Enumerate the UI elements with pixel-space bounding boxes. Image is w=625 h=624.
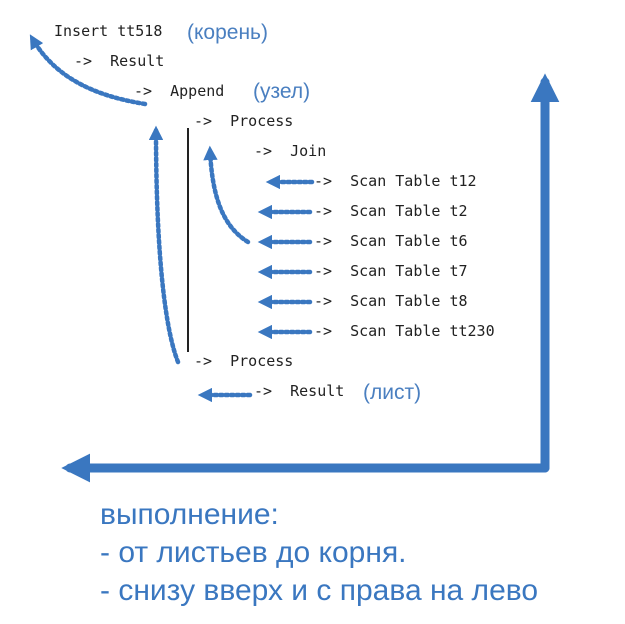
curved-flow-arrows: [29, 34, 251, 365]
node-join: -> Join: [254, 142, 327, 160]
node-process-2: -> Process: [194, 352, 294, 370]
caption-line-leaves-to-root: - от листьев до корня.: [100, 536, 407, 569]
caption-line-bottom-up: - снизу вверх и с права на лево: [100, 574, 539, 607]
leaf-note: (лист): [363, 381, 422, 404]
node-note: (узел): [253, 80, 311, 103]
node-insert: Insert tt518: [54, 22, 163, 40]
scan-table-arrows: [197, 174, 315, 403]
root-note: (корень): [187, 21, 268, 44]
node-append: -> Append: [134, 82, 225, 100]
direction-arrows: [61, 73, 560, 483]
caption-heading: выполнение:: [100, 498, 279, 531]
node-scan-t8: -> Scan Table t8: [314, 292, 468, 310]
node-scan-t12: -> Scan Table t12: [314, 172, 477, 190]
node-scan-t6: -> Scan Table t6: [314, 232, 468, 250]
node-result: -> Result: [74, 52, 165, 70]
node-scan-tt230: -> Scan Table tt230: [314, 322, 495, 340]
node-leaf-result: -> Result: [254, 382, 345, 400]
node-scan-t7: -> Scan Table t7: [314, 262, 468, 280]
node-scan-t2: -> Scan Table t2: [314, 202, 468, 220]
node-process-1: -> Process: [194, 112, 294, 130]
